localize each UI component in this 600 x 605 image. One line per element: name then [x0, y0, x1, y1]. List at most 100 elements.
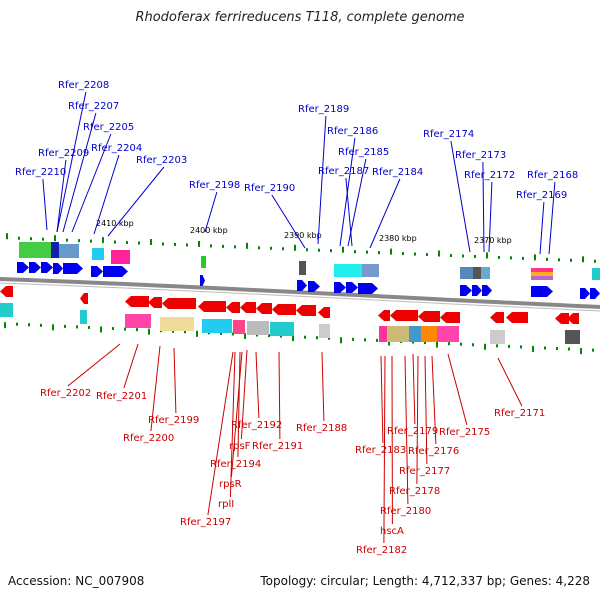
feature-bar: [247, 321, 269, 335]
forward-gene-label: Rfer_2168: [527, 170, 578, 181]
reverse-gene-arrow: [226, 302, 240, 313]
map-title: Rhodoferax ferrireducens T118, complete …: [0, 10, 600, 25]
tick-mark: [498, 256, 500, 259]
tick-mark: [342, 247, 344, 253]
feature-bar: [80, 310, 87, 324]
reverse-gene-label: rplI: [218, 499, 234, 510]
tick-mark: [54, 235, 56, 241]
tick-mark: [484, 344, 486, 350]
forward-gene-arrow: [53, 263, 63, 274]
feature-bar: [437, 326, 459, 342]
feature-bar: [334, 264, 362, 277]
forward-gene-arrow: [358, 283, 378, 294]
tick-mark: [352, 338, 354, 341]
forward-gene-arrow: [580, 288, 590, 299]
feature-bar: [160, 317, 194, 331]
forward-label-leader: [318, 116, 326, 244]
tick-mark: [568, 348, 570, 351]
tick-mark: [450, 254, 452, 257]
feature-bar: [0, 303, 13, 317]
reverse-gene-label: Rfer_2179: [387, 426, 438, 437]
reverse-gene-arrow: [555, 313, 569, 324]
reverse-gene-arrow: [440, 312, 460, 323]
forward-gene-arrow: [91, 266, 103, 277]
tick-mark: [436, 342, 438, 348]
tick-mark: [556, 347, 558, 350]
tick-mark: [580, 348, 582, 354]
tick-mark: [472, 343, 474, 346]
tick-mark: [544, 346, 546, 349]
forward-gene-label: Rfer_2209: [38, 148, 89, 159]
tick-mark: [174, 243, 176, 246]
tick-mark: [42, 238, 44, 241]
feature-bar: [111, 250, 130, 264]
feature-bar: [233, 320, 245, 334]
tick-mark: [438, 251, 440, 257]
tick-mark: [448, 342, 450, 345]
tick-mark: [378, 251, 380, 254]
reverse-gene-arrow: [256, 303, 272, 314]
tick-mark: [546, 258, 548, 261]
tick-mark: [112, 327, 114, 330]
scale-label-2410: 2410 kbp: [96, 219, 134, 228]
tick-mark: [246, 243, 248, 249]
reverse-gene-arrow: [418, 311, 440, 322]
forward-gene-arrow: [460, 285, 472, 296]
feature-bar: [409, 326, 421, 342]
forward-gene-label: Rfer_2208: [58, 80, 109, 91]
reverse-label-leader: [498, 358, 522, 406]
tick-mark: [64, 325, 66, 328]
tick-mark: [520, 345, 522, 348]
tick-mark: [148, 329, 150, 335]
reverse-gene-arrow: [162, 298, 196, 309]
forward-gene-label: Rfer_2172: [464, 170, 515, 181]
tick-mark: [258, 246, 260, 249]
tick-mark: [364, 338, 366, 341]
tick-mark: [510, 256, 512, 259]
feature-bar: [362, 264, 379, 277]
forward-gene-label: Rfer_2189: [298, 104, 349, 115]
feature-bar: [421, 326, 437, 342]
tick-mark: [294, 245, 296, 251]
reverse-label-leader: [208, 352, 233, 515]
feature-bar: [473, 267, 481, 279]
tick-mark: [4, 322, 6, 328]
feature-bar: [59, 244, 79, 258]
tick-mark: [136, 328, 138, 331]
tick-mark: [18, 237, 20, 240]
forward-gene-label: Rfer_2185: [338, 147, 389, 158]
scale-label-2400: 2400 kbp: [190, 226, 228, 235]
scale-label-2380: 2380 kbp: [379, 234, 417, 243]
tick-mark: [592, 349, 594, 352]
tick-mark: [354, 250, 356, 253]
tick-mark: [318, 249, 320, 252]
feature-bar: [460, 267, 473, 279]
forward-gene-arrow: [482, 285, 492, 296]
forward-gene-label: Rfer_2184: [372, 167, 423, 178]
tick-mark: [306, 248, 308, 251]
tick-mark: [340, 337, 342, 343]
reverse-gene-label: Rfer_2199: [148, 415, 199, 426]
forward-gene-label: Rfer_2204: [91, 143, 142, 154]
feature-bar: [299, 261, 306, 275]
forward-label-leader: [540, 202, 544, 254]
feature-bar: [201, 256, 206, 268]
forward-gene-arrow: [334, 282, 346, 293]
forward-gene-label: Rfer_2187: [318, 166, 369, 177]
forward-gene-label: Rfer_2203: [136, 155, 187, 166]
tick-mark: [330, 249, 332, 252]
reverse-gene-label: Rfer_2194: [210, 459, 261, 470]
feature-bar: [531, 272, 553, 276]
feature-bar: [592, 268, 600, 280]
reverse-gene-arrow: [148, 297, 162, 308]
scale-label-2370: 2370 kbp: [474, 236, 512, 245]
reverse-gene-label: Rfer_2177: [399, 466, 450, 477]
feature-bar: [490, 330, 505, 344]
reverse-gene-label: Rfer_2202: [40, 388, 91, 399]
reverse-gene-label: Rfer_2201: [96, 391, 147, 402]
reverse-gene-label: Rfer_2176: [408, 446, 459, 457]
reverse-gene-label: Rfer_2183: [355, 445, 406, 456]
feature-bar: [270, 322, 294, 336]
